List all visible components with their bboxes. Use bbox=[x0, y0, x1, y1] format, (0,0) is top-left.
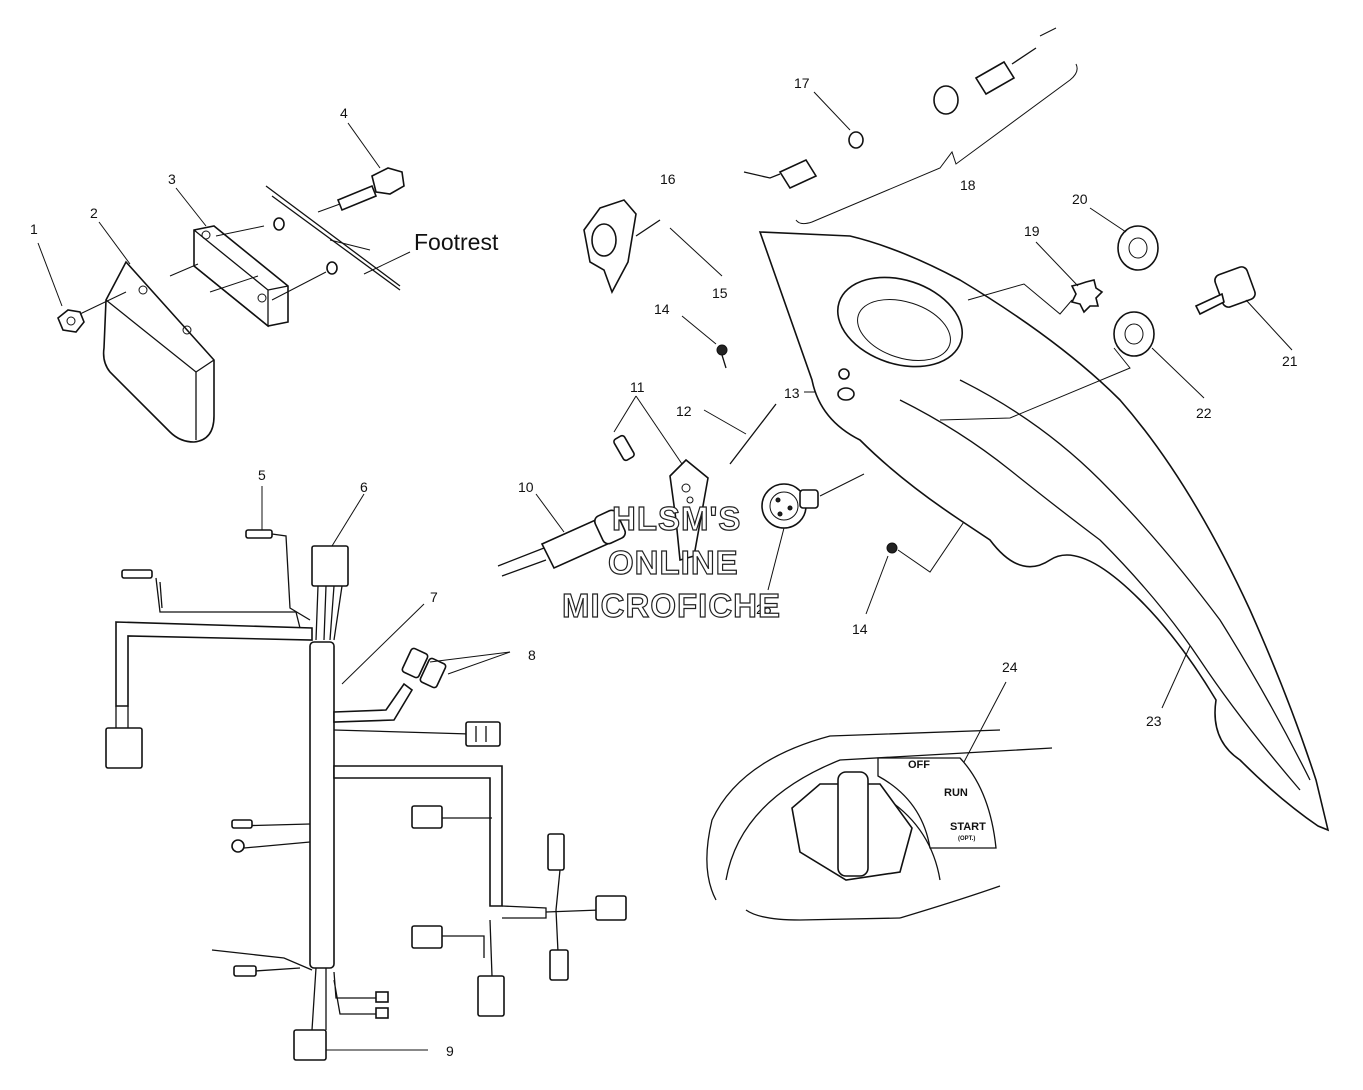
callout-labels: 1 2 3 4 Footrest 5 6 7 8 9 10 11 12 13 1… bbox=[30, 75, 1298, 1059]
nut-part-1 bbox=[57, 309, 85, 333]
callout-13: 13 bbox=[784, 385, 800, 401]
footrest-assembly bbox=[37, 122, 411, 443]
harness-trunk-part-7 bbox=[309, 641, 335, 969]
callout-7: 7 bbox=[430, 589, 438, 605]
callout-9: 9 bbox=[446, 1043, 454, 1059]
switch-label-off: OFF bbox=[908, 759, 930, 771]
ignition-parts bbox=[497, 27, 1078, 615]
bolt-part-4 bbox=[336, 184, 378, 212]
switch-detail bbox=[706, 681, 1053, 921]
callout-6: 6 bbox=[360, 479, 368, 495]
switch-label-start-note: (OPT.) bbox=[958, 836, 975, 842]
callout-10: 10 bbox=[518, 479, 534, 495]
gear-part-19 bbox=[1070, 279, 1104, 314]
connector-part-9 bbox=[293, 1029, 327, 1061]
pad-part-2 bbox=[102, 260, 215, 443]
washer-part-13 bbox=[837, 387, 855, 401]
callout-3: 3 bbox=[168, 171, 176, 187]
callout-20: 20 bbox=[1072, 191, 1088, 207]
washer-part-17 bbox=[848, 131, 864, 149]
key-holder-part-11 bbox=[669, 458, 709, 562]
callout-14-top: 14 bbox=[654, 301, 670, 317]
wiring-harness-assembly bbox=[105, 486, 627, 1061]
footrest-label: Footrest bbox=[414, 229, 499, 255]
callout-11: 11 bbox=[630, 379, 645, 395]
pod-body-part-23 bbox=[758, 231, 1330, 832]
watermark-line-2: ONLINE bbox=[608, 544, 739, 581]
callout-15: 15 bbox=[712, 285, 728, 301]
callout-19: 19 bbox=[1024, 223, 1040, 239]
callout-17: 17 bbox=[794, 75, 810, 91]
callout-5: 5 bbox=[258, 467, 266, 483]
callout-2: 2 bbox=[90, 205, 98, 221]
watermark-line-3: MICROFICHE bbox=[562, 587, 781, 624]
switch-label-run: RUN bbox=[944, 787, 968, 799]
callout-22: 22 bbox=[1196, 405, 1212, 421]
watermark: HLSM'S ONLINE MICROFICHE bbox=[561, 499, 781, 624]
nut-part-20 bbox=[1117, 225, 1159, 271]
callout-16: 16 bbox=[660, 171, 676, 187]
callout-18: 18 bbox=[960, 177, 976, 193]
switch-position-labels: OFF RUN START (OPT.) bbox=[908, 759, 986, 842]
callout-23: 23 bbox=[1146, 713, 1162, 729]
connector-part-8a bbox=[401, 647, 429, 679]
callout-24: 24 bbox=[1002, 659, 1018, 675]
callout-8: 8 bbox=[528, 647, 536, 663]
callout-1: 1 bbox=[30, 221, 38, 237]
terminal-part-5 bbox=[245, 529, 273, 539]
connector-part-6 bbox=[311, 545, 349, 587]
callout-12: 12 bbox=[676, 403, 692, 419]
switch-label-start: START bbox=[950, 821, 986, 833]
callout-4: 4 bbox=[340, 105, 348, 121]
callout-25: 25 bbox=[756, 601, 772, 617]
bezel-part-22 bbox=[1113, 311, 1155, 357]
handlebar-pod bbox=[758, 207, 1330, 832]
callout-14-bottom: 14 bbox=[852, 621, 868, 637]
watermark-line-1: HLSM'S bbox=[612, 500, 741, 537]
callout-21: 21 bbox=[1282, 353, 1298, 369]
key-part-21 bbox=[1214, 266, 1256, 308]
